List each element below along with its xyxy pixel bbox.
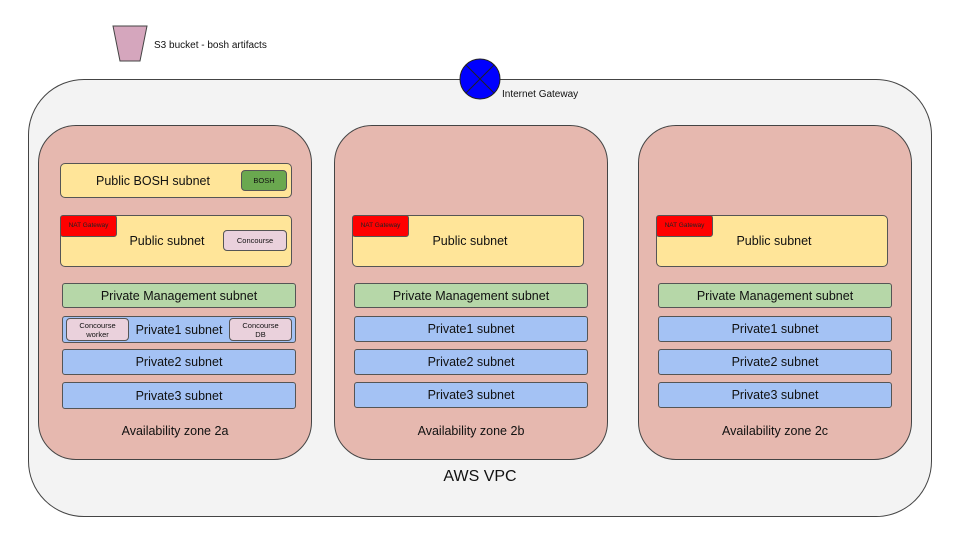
nat-gateway-2c: NAT Gateway xyxy=(656,215,713,237)
public-subnet-2a: Public subnet xyxy=(60,215,292,267)
aws-vpc-label: AWS VPC xyxy=(443,468,517,485)
internet-gateway-label: Internet Gateway xyxy=(502,89,579,100)
public-subnet-2b: Public subnet xyxy=(352,215,584,267)
private-management-subnet-2a: Private Management subnet xyxy=(62,283,296,308)
bosh-director: BOSH xyxy=(241,170,287,191)
concourse-worker: Concourse worker xyxy=(66,318,129,341)
concourse-node: Concourse xyxy=(223,230,287,251)
private3-subnet-2b: Private3 subnet xyxy=(354,382,588,408)
private2-subnet-2c: Private2 subnet xyxy=(658,349,892,375)
public-subnet-label: Public subnet xyxy=(432,234,508,248)
private2-subnet-2b: Private2 subnet xyxy=(354,349,588,375)
concourse-db: Concourse DB xyxy=(229,318,292,341)
private1-subnet-2b: Private1 subnet xyxy=(354,316,588,342)
private-management-subnet-2b: Private Management subnet xyxy=(354,283,588,308)
private2-subnet-2a: Private2 subnet xyxy=(62,349,296,375)
s3-bucket-icon xyxy=(112,25,148,62)
availability-zone-2c-label: Availability zone 2c xyxy=(721,424,829,438)
private3-subnet-2a: Private3 subnet xyxy=(62,382,296,409)
public-bosh-subnet-label: Public BOSH subnet xyxy=(96,173,210,188)
public-subnet-label: Public subnet xyxy=(129,234,205,248)
private-management-subnet-2c: Private Management subnet xyxy=(658,283,892,308)
internet-gateway-icon xyxy=(459,58,501,100)
private3-subnet-2c: Private3 subnet xyxy=(658,382,892,408)
public-subnet-label: Public subnet xyxy=(736,234,812,248)
s3-bucket-label: S3 bucket - bosh artifacts xyxy=(154,40,267,51)
availability-zone-2b-label: Availability zone 2b xyxy=(417,424,525,438)
availability-zone-2a-label: Availability zone 2a xyxy=(121,424,229,438)
private1-subnet-2c: Private1 subnet xyxy=(658,316,892,342)
private1-subnet-label: Private1 subnet xyxy=(135,322,223,337)
nat-gateway-2a: NAT Gateway xyxy=(60,215,117,237)
nat-gateway-2b: NAT Gateway xyxy=(352,215,409,237)
